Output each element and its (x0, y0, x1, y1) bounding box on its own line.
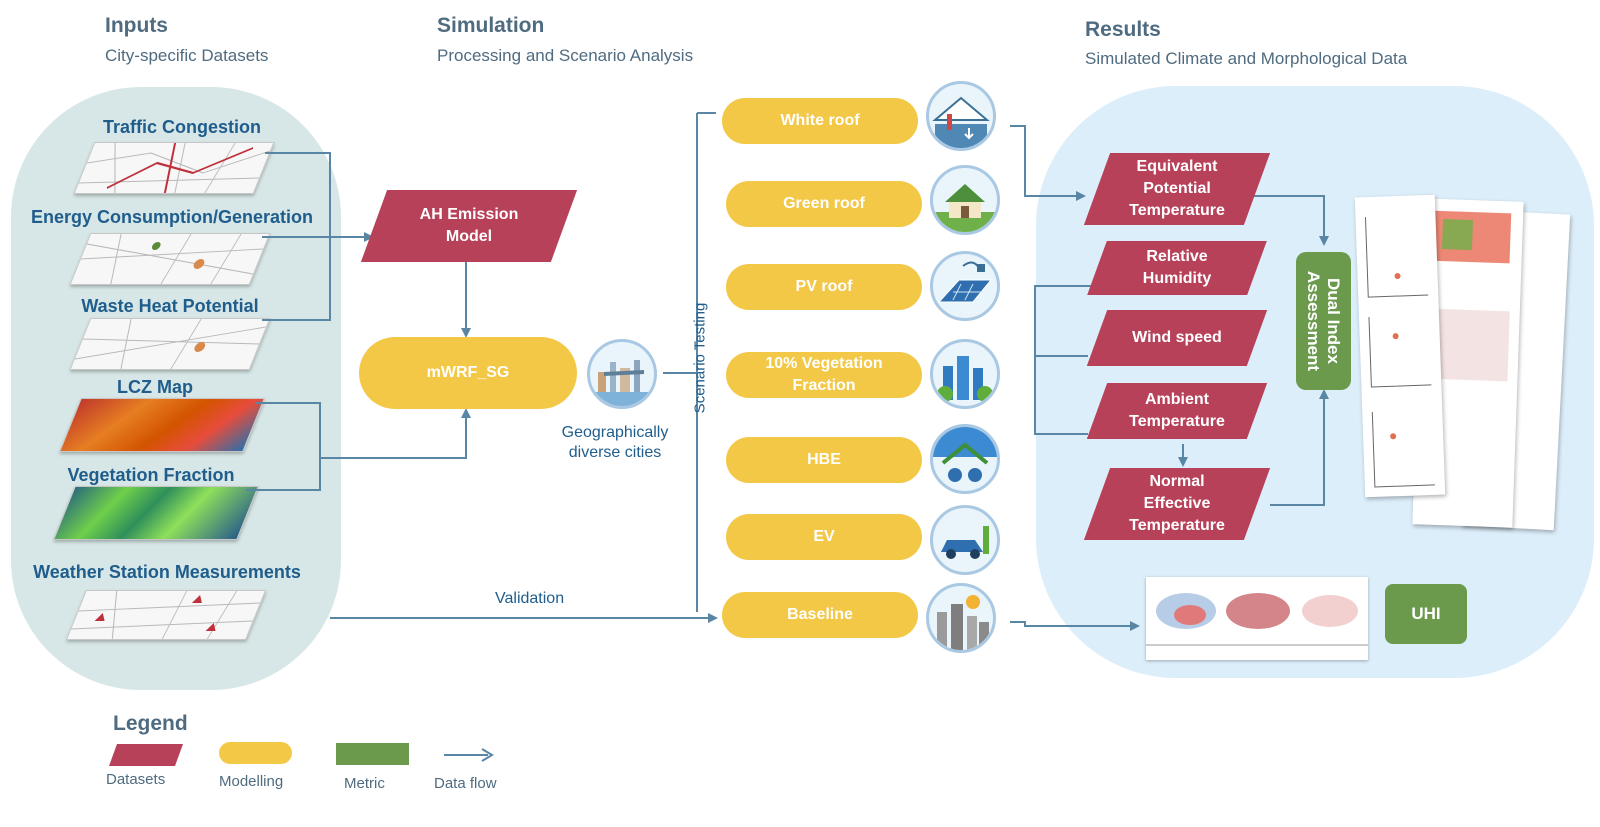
scenario-green-roof-label: Green roof (783, 195, 865, 212)
legend-metric-swatch (336, 743, 409, 765)
legend-title: Legend (113, 712, 188, 735)
result-map-thumbnail-back-1 (1412, 198, 1524, 528)
result-ambient-temperature: Ambient Temperature (1097, 383, 1257, 439)
equivalent-potential-temperature-label: Equivalent Potential Temperature (1129, 158, 1225, 219)
traffic-congestion-map (73, 142, 275, 194)
legend-modelling-label: Modelling (219, 773, 284, 790)
legend-modelling-swatch (219, 742, 292, 764)
legend-metric-label: Metric (344, 775, 385, 792)
mwrf-sg-label: mWRF_SG (426, 364, 510, 381)
pv-roof-icon (930, 251, 1000, 321)
uhi-map-thumbnail (1146, 577, 1368, 660)
scenario-ev-label: EV (813, 528, 835, 545)
input-traffic-congestion: Traffic Congestion (102, 117, 262, 137)
ah-emission-model-box: AH Emission Model (374, 190, 564, 262)
scenario-baseline-label: Baseline (787, 606, 853, 623)
legend-data-flow-label: Data flow (434, 775, 497, 792)
uhi-label: UHI (1411, 604, 1441, 623)
mwrf-sg-box: mWRF_SG (359, 337, 577, 409)
validation-label: Validation (495, 590, 565, 607)
waste-heat-map (69, 318, 271, 370)
relative-humidity-label: Relative Humidity (1142, 248, 1212, 287)
ambient-temperature-label: Ambient Temperature (1129, 391, 1225, 430)
scenario-vegetation-label: 10% Vegetation Fraction (765, 355, 883, 394)
input-weather-station: Weather Station Measurements (33, 562, 301, 582)
simulation-title: Simulation (437, 14, 545, 37)
input-energy-consumption: Energy Consumption/Generation (30, 207, 314, 227)
scenario-vegetation: 10% Vegetation Fraction (726, 352, 922, 398)
result-wind-speed: Wind speed (1097, 310, 1257, 366)
ev-icon (930, 505, 1000, 575)
uhi-box: UHI (1385, 584, 1467, 644)
hbe-icon (930, 424, 1000, 494)
scenario-baseline: Baseline (722, 592, 918, 638)
white-roof-icon (926, 81, 996, 151)
vegetation-city-icon (930, 339, 1000, 409)
scenario-pv-roof: PV roof (726, 264, 922, 310)
input-lcz-map: LCZ Map (117, 377, 193, 397)
dual-index-assessment-label: Dual Index Assessment (1304, 270, 1344, 372)
result-normal-effective-temperature: Normal Effective Temperature (1097, 468, 1257, 540)
scenario-hbe-label: HBE (807, 451, 841, 468)
input-waste-heat: Waste Heat Potential (81, 296, 259, 316)
result-map-thumbnail-front (1354, 194, 1446, 498)
cities-skyline-icon (587, 339, 657, 409)
scenario-testing-label: Scenario Testing (691, 302, 709, 414)
green-roof-icon (930, 165, 1000, 235)
scenario-pv-roof-label: PV roof (795, 278, 853, 295)
simulation-subtitle: Processing and Scenario Analysis (437, 46, 694, 65)
weather-station-map (65, 590, 267, 640)
normal-effective-temperature-label: Normal Effective Temperature (1129, 473, 1225, 534)
baseline-city-icon (926, 583, 996, 653)
scenario-green-roof: Green roof (726, 181, 922, 227)
input-vegetation-fraction: Vegetation Fraction (67, 465, 235, 485)
result-relative-humidity: Relative Humidity (1097, 241, 1257, 295)
results-subtitle: Simulated Climate and Morphological Data (1085, 49, 1408, 68)
scenario-ev: EV (726, 514, 922, 560)
cities-label: Geographically diverse cities (561, 424, 669, 461)
scenario-hbe: HBE (726, 437, 922, 483)
inputs-title: Inputs (105, 14, 168, 37)
legend-datasets-label: Datasets (106, 771, 166, 788)
inputs-subtitle: City-specific Datasets (105, 46, 269, 65)
energy-consumption-map (69, 233, 271, 285)
legend-datasets-swatch (108, 744, 184, 766)
legend-data-flow-arrow (444, 748, 494, 762)
wind-speed-label: Wind speed (1132, 329, 1222, 346)
ah-emission-model-label: AH Emission Model (419, 206, 519, 245)
result-equivalent-potential-temperature: Equivalent Potential Temperature (1097, 153, 1257, 225)
results-title: Results (1085, 18, 1161, 41)
dual-index-assessment-box: Dual Index Assessment (1296, 252, 1351, 390)
scenario-white-roof-label: White roof (780, 112, 860, 129)
scenario-white-roof: White roof (722, 98, 918, 144)
